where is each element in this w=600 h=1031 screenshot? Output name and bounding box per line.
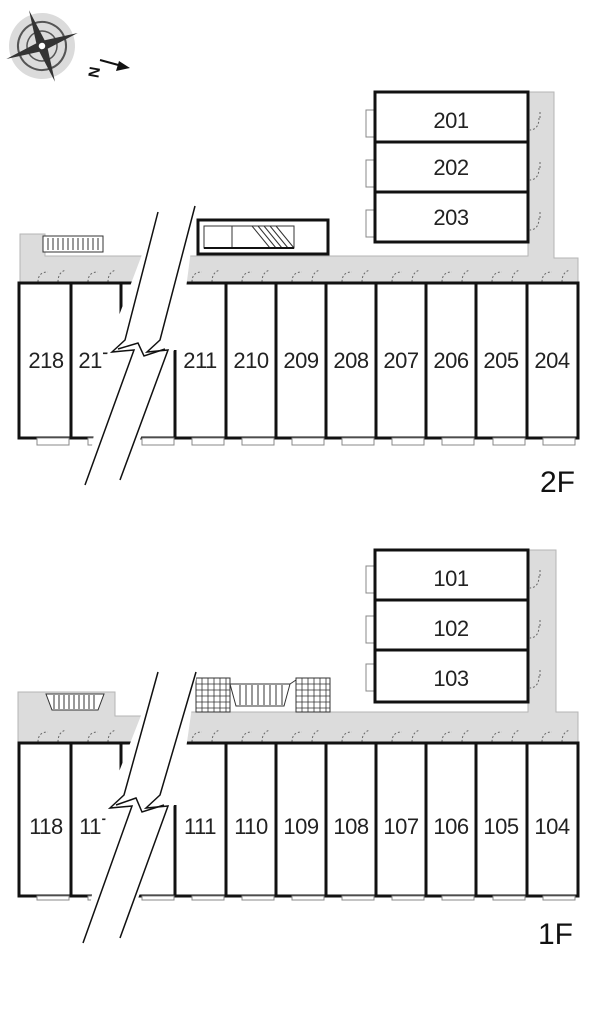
unit-label: 110 [234, 814, 268, 839]
unit-label: 207 [383, 348, 418, 373]
unit-label: 203 [433, 205, 468, 230]
compass: N [6, 10, 130, 82]
unit-202 [373, 140, 530, 194]
unit-label: 101 [433, 566, 468, 591]
unit-label: 208 [333, 348, 368, 373]
upper-units: 101 102 103 [365, 548, 541, 704]
unit-label: 204 [534, 348, 569, 373]
floor-label: 2F [540, 466, 575, 499]
unit-label: 218 [28, 348, 63, 373]
unit-label: 102 [433, 616, 468, 641]
unit-102 [373, 598, 530, 652]
compass-rose-icon [6, 10, 78, 82]
break-line [84, 204, 197, 488]
unit-103 [373, 648, 530, 704]
stairs [42, 235, 104, 253]
unit-label: 206 [433, 348, 468, 373]
break-line [82, 671, 197, 945]
unit-label: 201 [433, 108, 468, 133]
floor-label: 1F [538, 918, 573, 951]
stairs [45, 693, 105, 711]
unit-label: 105 [483, 814, 518, 839]
floor-1f: 101 102 103 [17, 548, 580, 951]
floor-2f: 201 202 203 [17, 90, 580, 499]
unit-label: 211 [183, 348, 217, 373]
unit-101 [373, 548, 530, 602]
north-arrow-icon [99, 59, 130, 71]
upper-units: 201 202 203 [365, 90, 541, 244]
unit-label: 104 [534, 814, 569, 839]
stair-housing [195, 677, 331, 713]
unit-label: 118 [29, 814, 63, 839]
unit-label: 205 [483, 348, 518, 373]
unit-label: 107 [383, 814, 418, 839]
unit-label: 109 [283, 814, 318, 839]
unit-label: 202 [433, 155, 468, 180]
stair-housing [196, 218, 330, 256]
unit-label: 108 [333, 814, 368, 839]
unit-label: 209 [283, 348, 318, 373]
compass-north-label: N [84, 65, 103, 79]
unit-203 [373, 190, 530, 244]
unit-label: 106 [433, 814, 468, 839]
unit-label: 111 [184, 814, 216, 839]
unit-label: 210 [233, 348, 268, 373]
door-swings [37, 269, 571, 283]
unit-label: 103 [433, 666, 468, 691]
door-swings [37, 729, 571, 743]
